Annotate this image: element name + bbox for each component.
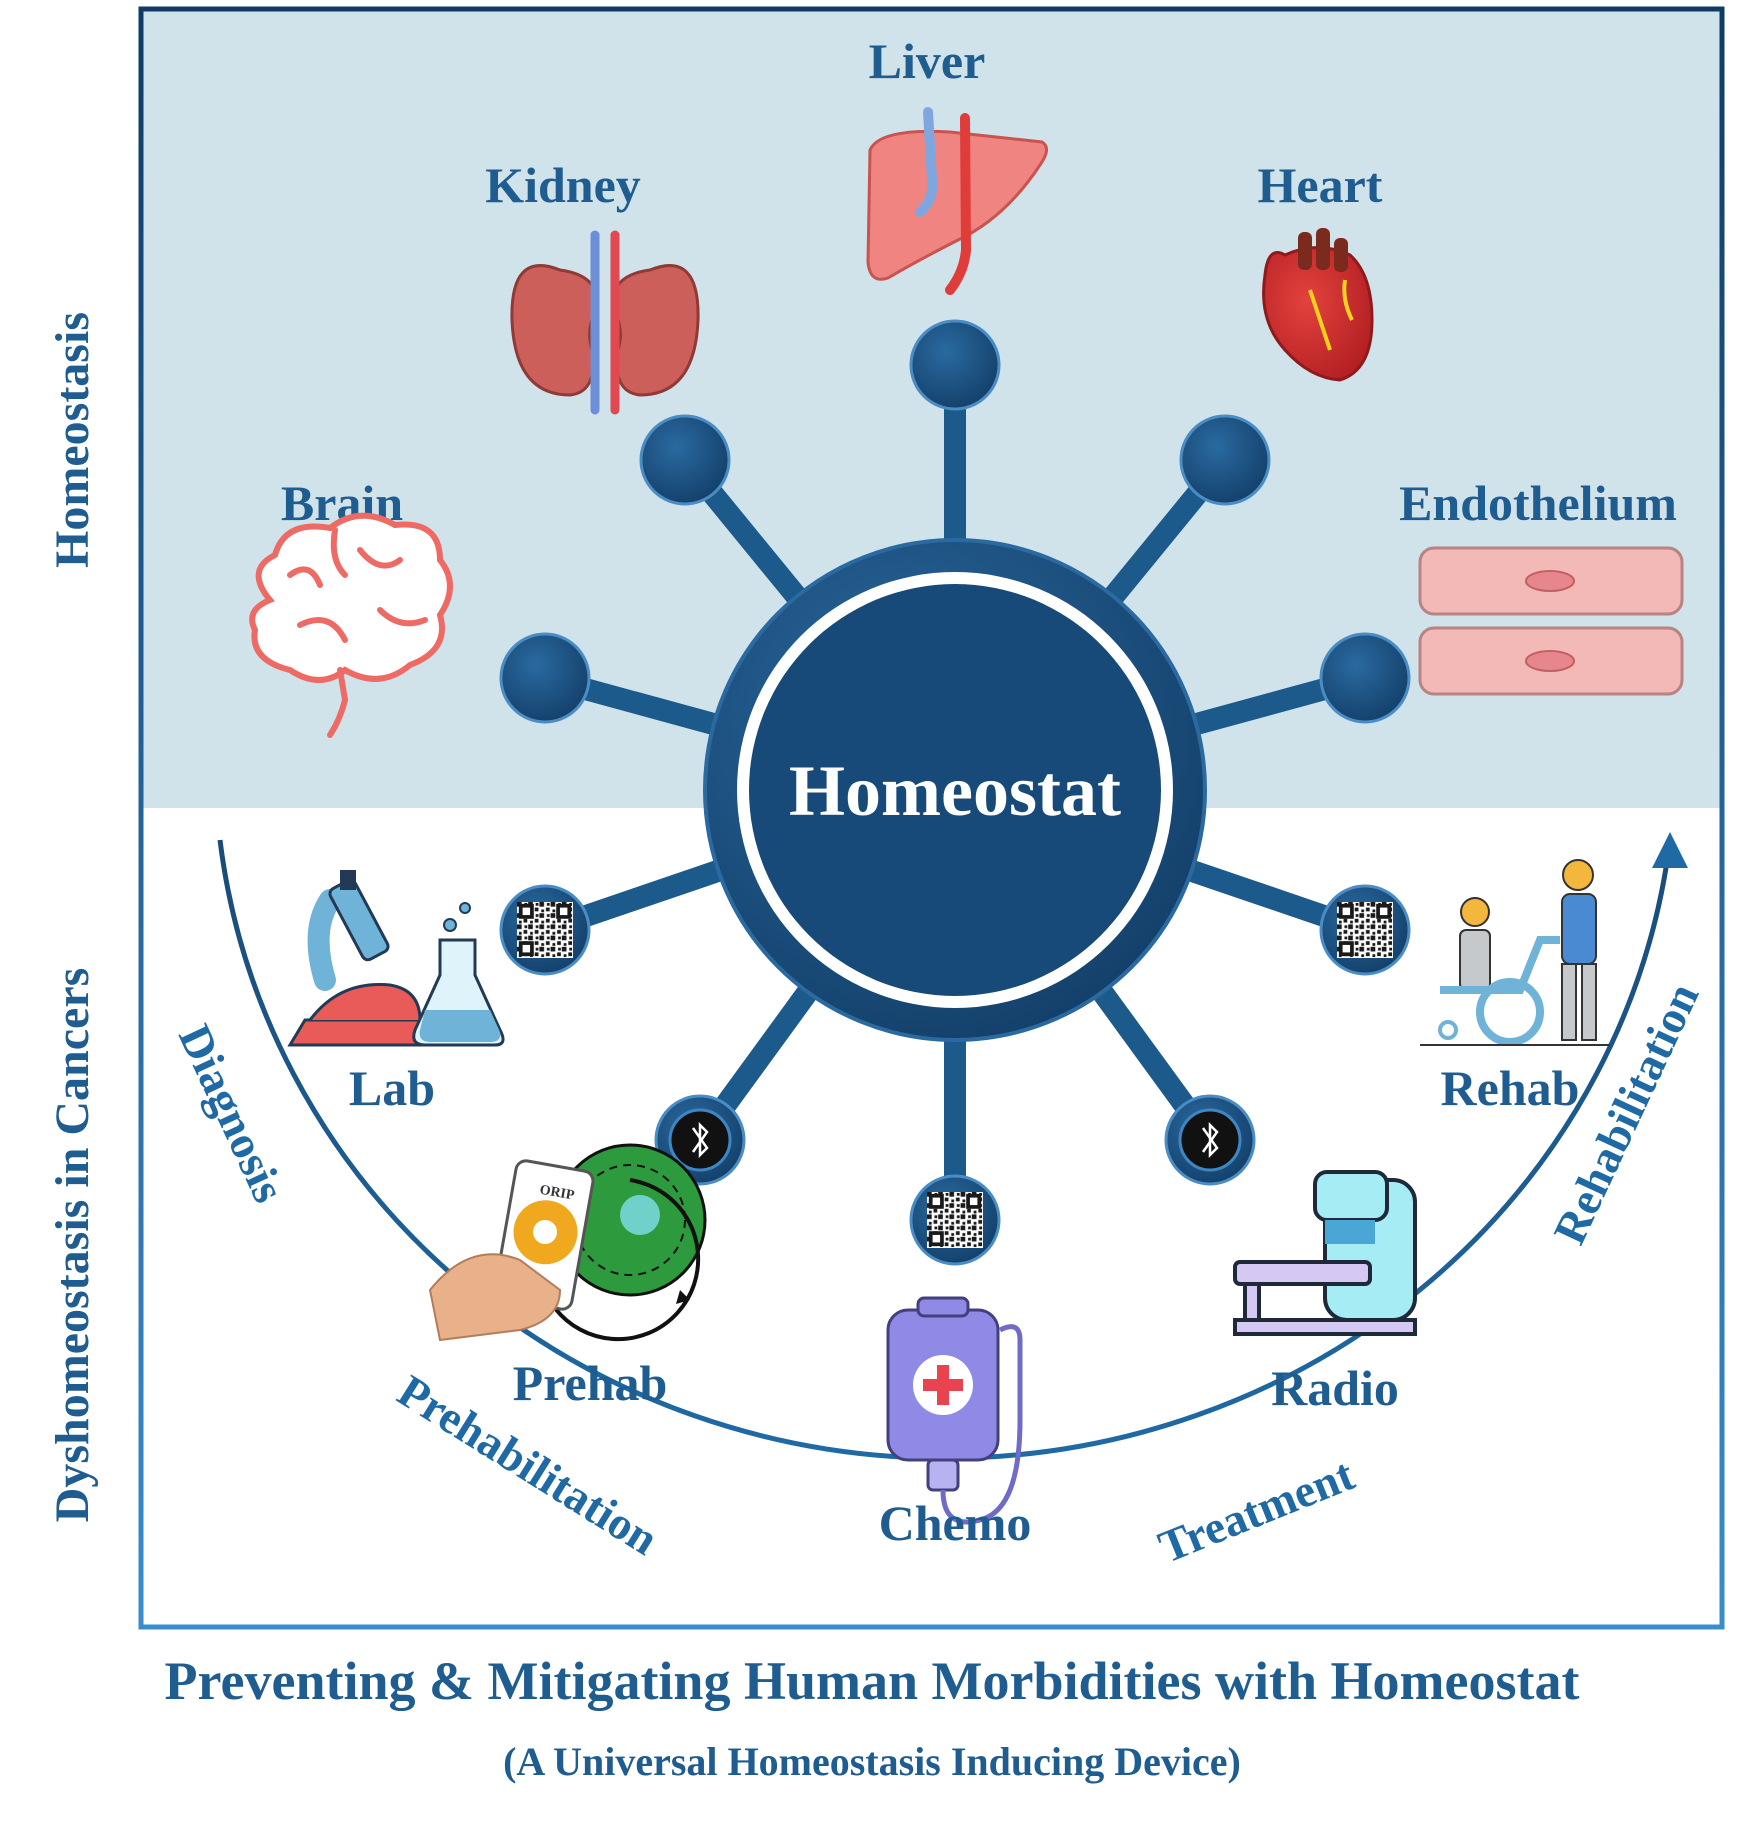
prehab-label: Prehab bbox=[513, 1355, 668, 1411]
node-kidney bbox=[639, 414, 731, 506]
rehab-label: Rehab bbox=[1441, 1060, 1580, 1116]
heart-icon bbox=[1262, 228, 1374, 382]
brain-icon bbox=[249, 512, 453, 738]
homeostasis-side-label: Homeostasis bbox=[46, 312, 99, 568]
kidney-label: Kidney bbox=[485, 157, 641, 213]
node-brain bbox=[499, 632, 591, 724]
liver-label: Liver bbox=[869, 33, 986, 89]
liver-icon bbox=[866, 107, 1048, 295]
qr-node-bottom bbox=[909, 1174, 1001, 1266]
qr-node-left bbox=[499, 884, 591, 976]
lab-label: Lab bbox=[349, 1060, 435, 1116]
radiotherapy-machine-icon bbox=[1233, 1170, 1417, 1336]
radio-label: Radio bbox=[1271, 1360, 1399, 1416]
arc-arrowhead-icon bbox=[1652, 832, 1688, 868]
node-heart bbox=[1179, 414, 1271, 506]
microscope-icon bbox=[287, 870, 505, 1047]
bluetooth-icon bbox=[691, 1121, 709, 1159]
hub-core bbox=[749, 584, 1161, 996]
outer-frame bbox=[138, 6, 1725, 1630]
hub-label: Homeostat bbox=[789, 751, 1121, 831]
heart-label: Heart bbox=[1258, 157, 1383, 213]
app-logo-text: ORIP bbox=[538, 1183, 576, 1204]
stage-diagnosis: Diagnosis bbox=[169, 1017, 295, 1210]
phone-app-icon: ORIP bbox=[428, 1143, 707, 1342]
endothelium-label: Endothelium bbox=[1399, 475, 1677, 531]
qr-code-icon bbox=[1337, 902, 1393, 958]
node-endothelium bbox=[1319, 632, 1411, 724]
qr-code-icon bbox=[927, 1192, 983, 1248]
wheelchair-icon bbox=[1420, 859, 1610, 1046]
node-liver bbox=[909, 319, 1001, 411]
endothelium-icon bbox=[1418, 546, 1684, 696]
chemo-label: Chemo bbox=[879, 1495, 1032, 1551]
bluetooth-icon bbox=[1201, 1121, 1219, 1159]
stage-treatment: Treatment bbox=[1151, 1448, 1361, 1572]
iv-bag-icon bbox=[886, 1296, 1023, 1525]
kidney-icon bbox=[510, 230, 700, 415]
qr-code-icon bbox=[517, 902, 573, 958]
dyshomeostasis-side-label: Dyshomeostasis in Cancers bbox=[46, 968, 99, 1523]
qr-node-right bbox=[1319, 884, 1411, 976]
footer-title: Preventing & Mitigating Human Morbiditie… bbox=[164, 1651, 1580, 1711]
bluetooth-node-right bbox=[1164, 1094, 1256, 1186]
footer-subtitle: (A Universal Homeostasis Inducing Device… bbox=[503, 1739, 1241, 1784]
